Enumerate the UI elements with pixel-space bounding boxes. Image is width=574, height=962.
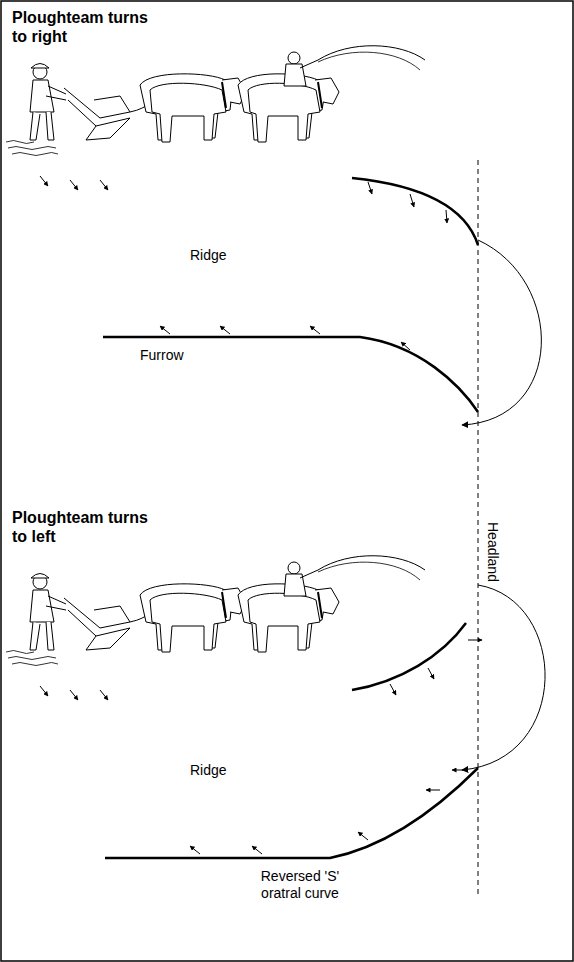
soil-arrow <box>428 668 434 679</box>
soil-arrow <box>70 690 78 700</box>
soil-arrow <box>358 832 368 840</box>
soil-arrow <box>252 846 262 854</box>
soil-arrow <box>100 180 108 190</box>
panel-heading: Ploughteam turns to right <box>12 8 162 46</box>
soil-arrow <box>426 790 440 791</box>
soil-arrow <box>190 846 200 854</box>
soil-arrow <box>100 690 108 700</box>
soil-arrow <box>40 176 48 186</box>
soil-arrow <box>468 640 482 641</box>
soil-arrow <box>368 182 372 194</box>
soil-arrow <box>401 342 410 350</box>
soil-arrow <box>452 770 466 771</box>
soil-arrow <box>390 684 396 695</box>
ridge-label: Ridge <box>190 762 227 779</box>
soil-arrow <box>410 194 414 207</box>
soil-arrow <box>446 210 447 223</box>
furrow-label: Furrow <box>140 347 184 364</box>
headland-label: Headland <box>484 520 501 584</box>
soil-arrow <box>220 326 230 334</box>
soil-arrow <box>160 326 170 334</box>
soil-arrow <box>40 686 48 696</box>
soil-arrow <box>310 326 320 334</box>
soil-arrow <box>70 180 78 190</box>
curve-label: Reversed 'S' oratral curve <box>240 868 360 902</box>
panel-heading: Ploughteam turns to left <box>12 508 162 546</box>
ridge-label: Ridge <box>190 247 227 264</box>
